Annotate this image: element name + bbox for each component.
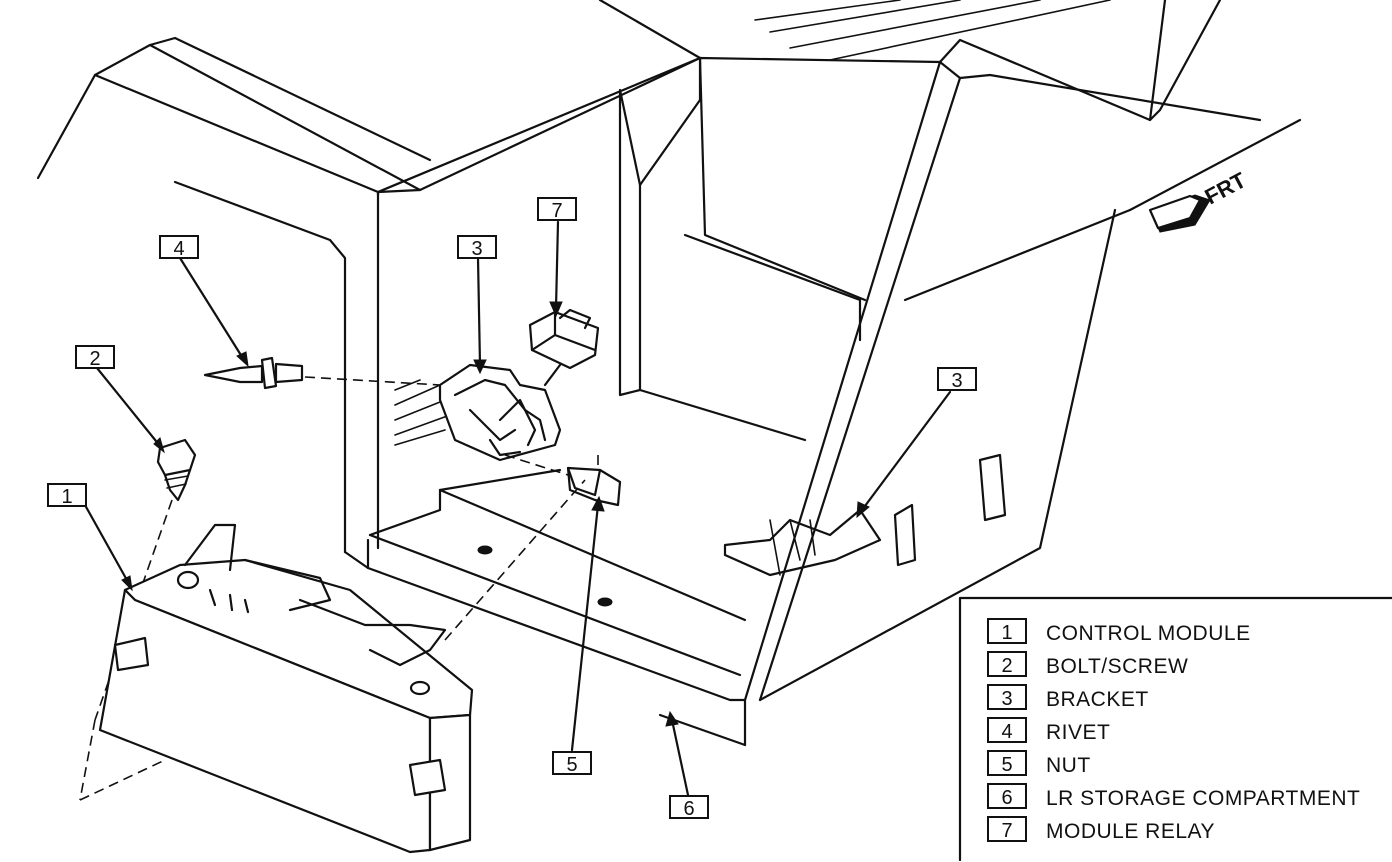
legend-item-7: 7 MODULE RELAY: [987, 816, 1215, 843]
callout-2: 2: [75, 345, 115, 370]
callout-1-label: 1: [61, 486, 72, 508]
nut: [504, 454, 622, 507]
legend-number: 7: [1001, 820, 1012, 842]
bracket: [438, 363, 562, 462]
legend-text: RIVET: [1046, 721, 1110, 744]
callout-4: 4: [159, 235, 199, 260]
vehicle-body-outline: [36, 0, 1302, 747]
callout-leaders: [83, 220, 952, 797]
callout-7: 7: [537, 197, 577, 222]
legend-item-6: 6 LR STORAGE COMPARTMENT: [987, 783, 1360, 810]
callout-3-right-label: 3: [951, 370, 962, 392]
callout-3-right: 3: [937, 367, 977, 392]
legend-item-5: 5 NUT: [987, 750, 1091, 777]
legend-text: LR STORAGE COMPARTMENT: [1046, 787, 1360, 810]
callout-3-label: 3: [471, 238, 482, 260]
frt-label: FRT: [1201, 167, 1251, 209]
legend-number: 5: [1001, 754, 1012, 776]
legend-text: CONTROL MODULE: [1046, 622, 1251, 645]
legend-text: NUT: [1046, 754, 1091, 777]
legend-item-4: 4 RIVET: [987, 717, 1110, 744]
callout-7-label: 7: [551, 200, 562, 222]
legend-text: BRACKET: [1046, 688, 1149, 711]
control-module: [79, 479, 586, 854]
legend-number: 4: [1001, 721, 1012, 743]
legend-text: BOLT/SCREW: [1046, 655, 1188, 678]
wall-hatch: [394, 379, 451, 446]
callout-6: 6: [669, 795, 709, 820]
callout-5-label: 5: [566, 754, 577, 776]
legend-item-2: 2 BOLT/SCREW: [987, 651, 1188, 678]
callout-3: 3: [457, 235, 497, 260]
legend-text: MODULE RELAY: [1046, 820, 1215, 843]
legend-item-1: 1 CONTROL MODULE: [987, 618, 1251, 645]
callout-5: 5: [552, 751, 592, 776]
legend-number: 3: [1001, 688, 1012, 710]
legend: 1 CONTROL MODULE 2 BOLT/SCREW 3 BRACKET …: [958, 596, 1392, 862]
callout-6-label: 6: [683, 798, 694, 820]
legend-number: 6: [1001, 787, 1012, 809]
legend-number: 1: [1001, 622, 1012, 644]
legend-number: 2: [1001, 655, 1012, 677]
callout-1: 1: [47, 483, 87, 508]
callout-2-label: 2: [89, 348, 100, 370]
legend-item-3: 3 BRACKET: [987, 684, 1149, 711]
callout-4-label: 4: [173, 238, 184, 260]
module-relay: [528, 308, 600, 387]
rivet: [203, 356, 441, 390]
